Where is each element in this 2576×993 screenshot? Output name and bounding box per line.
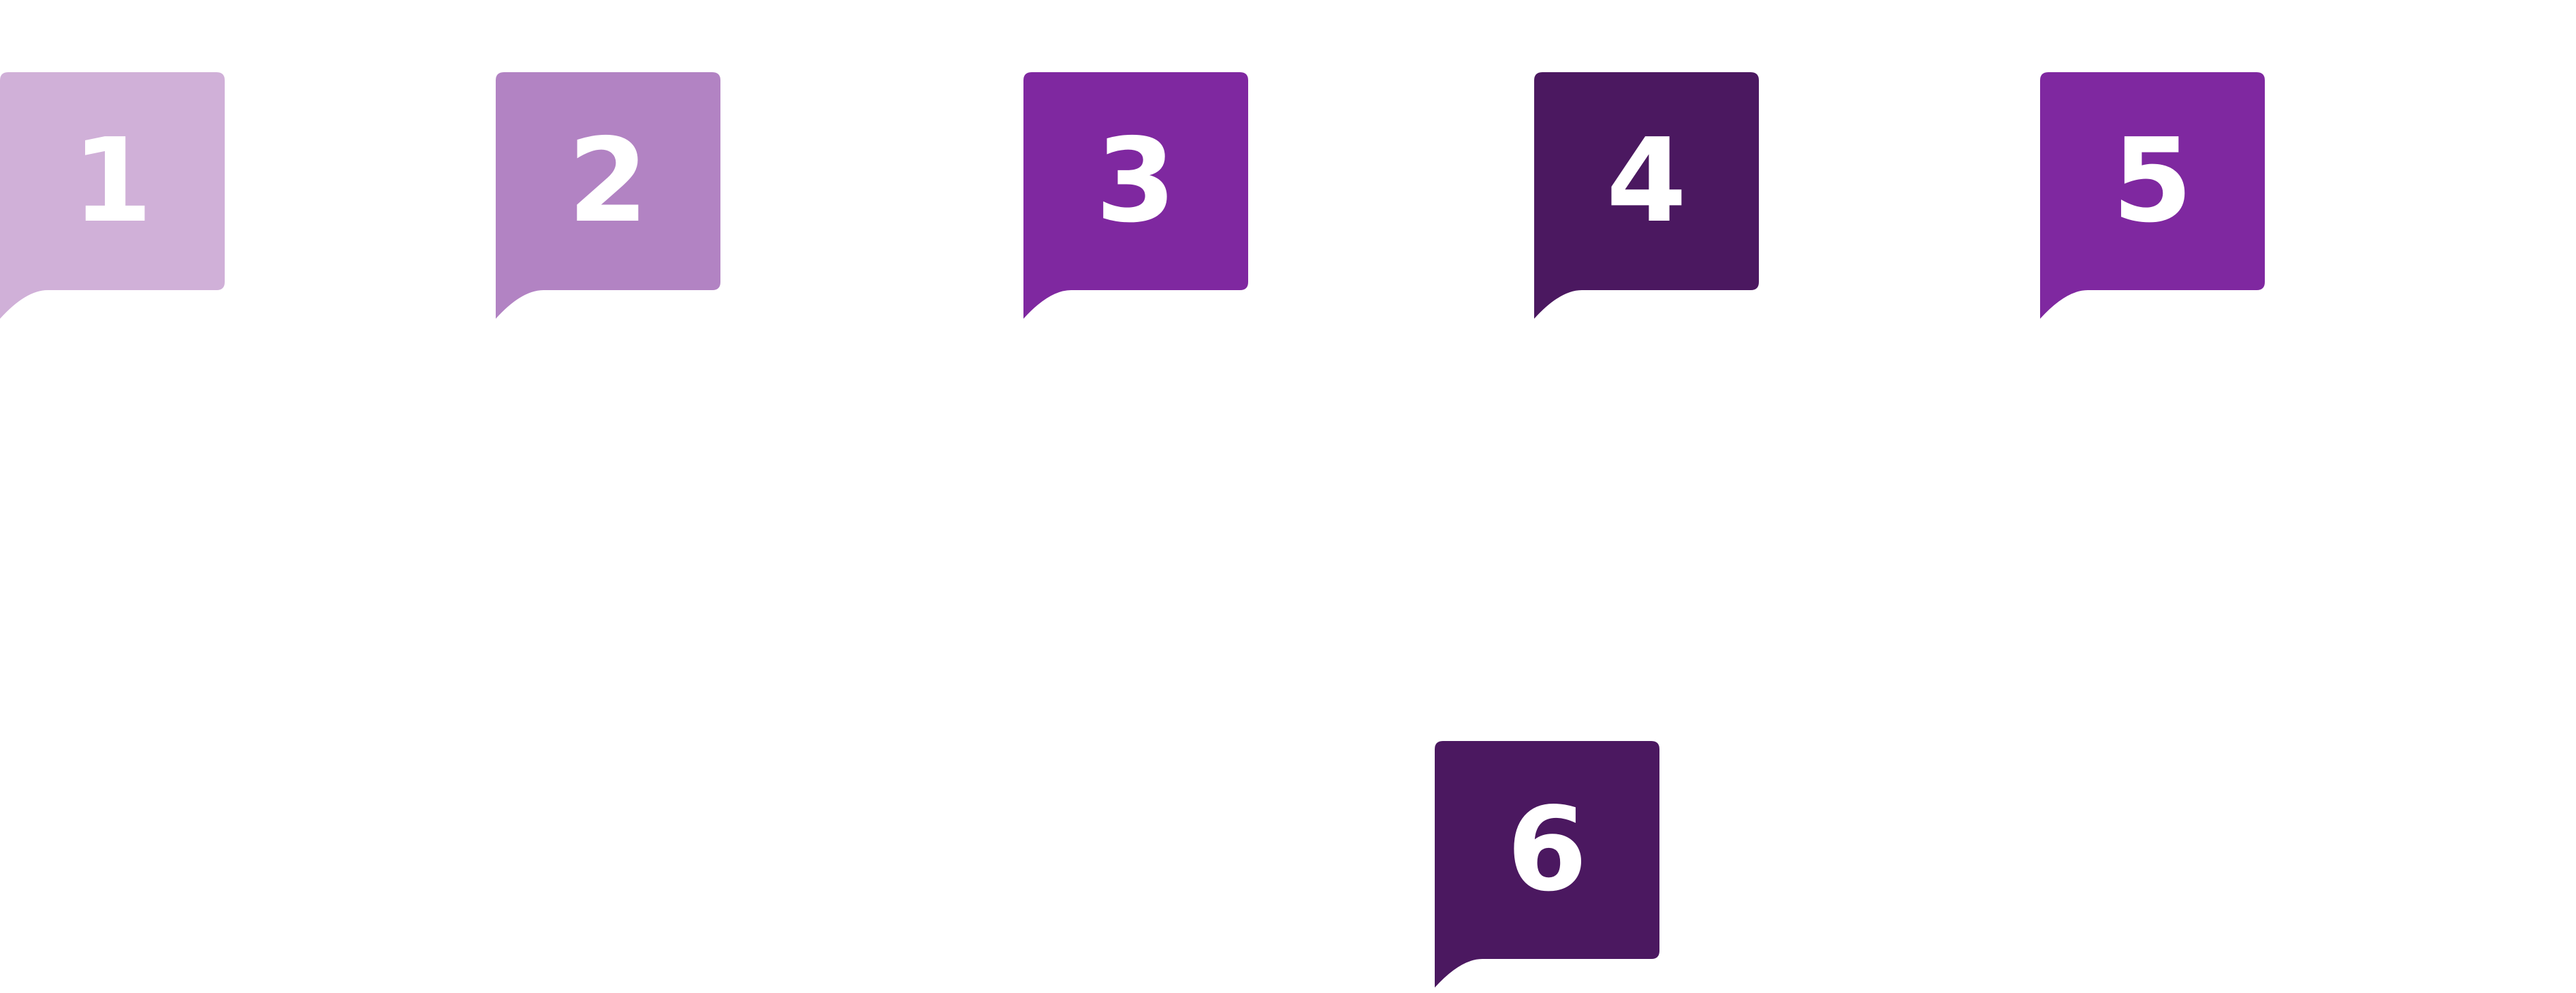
step-4-flag-fill xyxy=(1534,72,1759,319)
step-2-marker: 2 xyxy=(496,72,720,324)
step-3-number: 3 xyxy=(1095,114,1177,249)
step-5-number: 5 xyxy=(2112,114,2193,249)
step-6-marker: 6 xyxy=(1435,741,1659,993)
step-5-marker: 5 xyxy=(2040,72,2265,324)
step-1-marker: 1 xyxy=(0,72,225,324)
step-3-flag-shape xyxy=(1023,72,1248,319)
step-2-number: 2 xyxy=(567,114,649,249)
step-6-flag-fill xyxy=(1435,741,1659,988)
step-2-flag-shape xyxy=(496,72,720,319)
step-1-flag-shape xyxy=(0,72,225,319)
step-5-flag-shape xyxy=(2040,72,2265,319)
step-4-flag-shape xyxy=(1534,72,1759,319)
step-2-flag-fill xyxy=(496,72,720,319)
step-6-number: 6 xyxy=(1506,783,1588,917)
step-3-marker: 3 xyxy=(1023,72,1248,324)
step-4-marker: 4 xyxy=(1534,72,1759,324)
step-1-flag-fill xyxy=(0,72,225,319)
step-1-number: 1 xyxy=(71,114,153,249)
step-3-flag-fill xyxy=(1023,72,1248,319)
step-6-flag-shape xyxy=(1435,741,1659,988)
step-5-flag-fill xyxy=(2040,72,2265,319)
step-4-number: 4 xyxy=(1606,114,1687,249)
